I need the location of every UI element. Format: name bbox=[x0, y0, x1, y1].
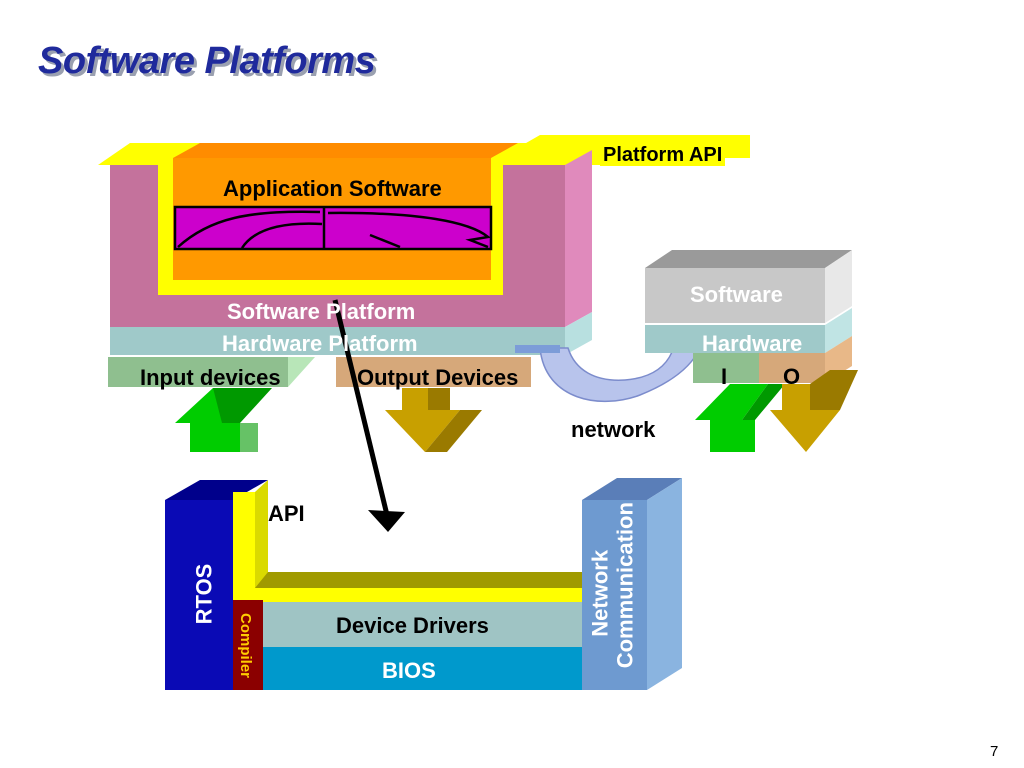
input-arrow bbox=[175, 388, 272, 452]
application-data-curve-left bbox=[177, 210, 321, 248]
hardware-platform-label: Hardware Platform bbox=[222, 331, 418, 356]
application-data-curve-right bbox=[327, 211, 491, 249]
network-communication-label: Network Communication bbox=[587, 502, 639, 669]
input-devices-label: Input devices bbox=[140, 365, 281, 390]
input-devices-block bbox=[108, 357, 288, 387]
rtos-label: RTOS bbox=[191, 563, 217, 625]
bios-block bbox=[263, 647, 583, 690]
remote-software-label: Software bbox=[690, 282, 783, 307]
output-arrow bbox=[385, 388, 482, 452]
rtos-top bbox=[165, 480, 268, 500]
network-communication-line2: Communication bbox=[613, 502, 638, 669]
api-pillar-side bbox=[255, 480, 268, 600]
remote-output-block bbox=[759, 353, 825, 383]
bios-label: BIOS bbox=[382, 658, 436, 683]
remote-software-top bbox=[645, 250, 852, 268]
remote-hardware-side bbox=[825, 308, 852, 353]
application-data-curve-right2 bbox=[369, 233, 401, 249]
network-comm-top bbox=[582, 478, 682, 500]
remote-input-block bbox=[693, 353, 759, 383]
network-communication-line1: Network bbox=[587, 549, 613, 637]
rtos-block bbox=[165, 500, 233, 690]
api-shelf-top bbox=[255, 572, 600, 588]
hardware-platform-side bbox=[565, 312, 592, 355]
network-comm-block bbox=[582, 500, 647, 690]
hardware-platform-band bbox=[110, 327, 565, 355]
pointer-arrow bbox=[332, 299, 405, 532]
application-software-top bbox=[173, 143, 518, 158]
network-label: network bbox=[571, 417, 656, 442]
remote-output-label: O bbox=[783, 364, 801, 389]
compiler-block bbox=[233, 600, 263, 690]
network-tube bbox=[539, 347, 702, 403]
remote-node bbox=[645, 250, 852, 383]
api-label: API bbox=[268, 501, 305, 526]
page-number: 7 bbox=[990, 743, 999, 760]
remote-output-arrow bbox=[770, 370, 858, 452]
input-devices-side bbox=[288, 357, 315, 387]
device-drivers-block bbox=[263, 602, 583, 647]
software-platform-side bbox=[565, 150, 592, 327]
device-drivers-label: Device Drivers bbox=[336, 613, 489, 638]
api-pillar bbox=[233, 492, 255, 600]
application-data-curve-mid bbox=[240, 222, 323, 249]
network-end-left bbox=[515, 345, 560, 353]
platform-api-label: Platform API bbox=[600, 144, 726, 166]
slide-title: Software Platforms bbox=[38, 40, 376, 82]
network-comm-side bbox=[647, 478, 682, 690]
remote-hardware-block bbox=[645, 325, 825, 353]
software-platform-label: Software Platform bbox=[227, 299, 416, 324]
output-devices-block bbox=[336, 357, 531, 387]
api-shelf bbox=[255, 588, 585, 602]
compiler-label: Compiler bbox=[237, 612, 255, 679]
remote-software-side bbox=[825, 250, 852, 323]
output-devices-label: Output Devices bbox=[357, 365, 519, 390]
remote-input-label: I bbox=[721, 364, 728, 389]
remote-hardware-label: Hardware bbox=[702, 331, 803, 356]
bottom-platform-block bbox=[165, 478, 682, 690]
remote-software-block bbox=[645, 268, 825, 323]
remote-input-arrow bbox=[695, 384, 785, 452]
application-software-label: Application Software bbox=[223, 176, 442, 201]
